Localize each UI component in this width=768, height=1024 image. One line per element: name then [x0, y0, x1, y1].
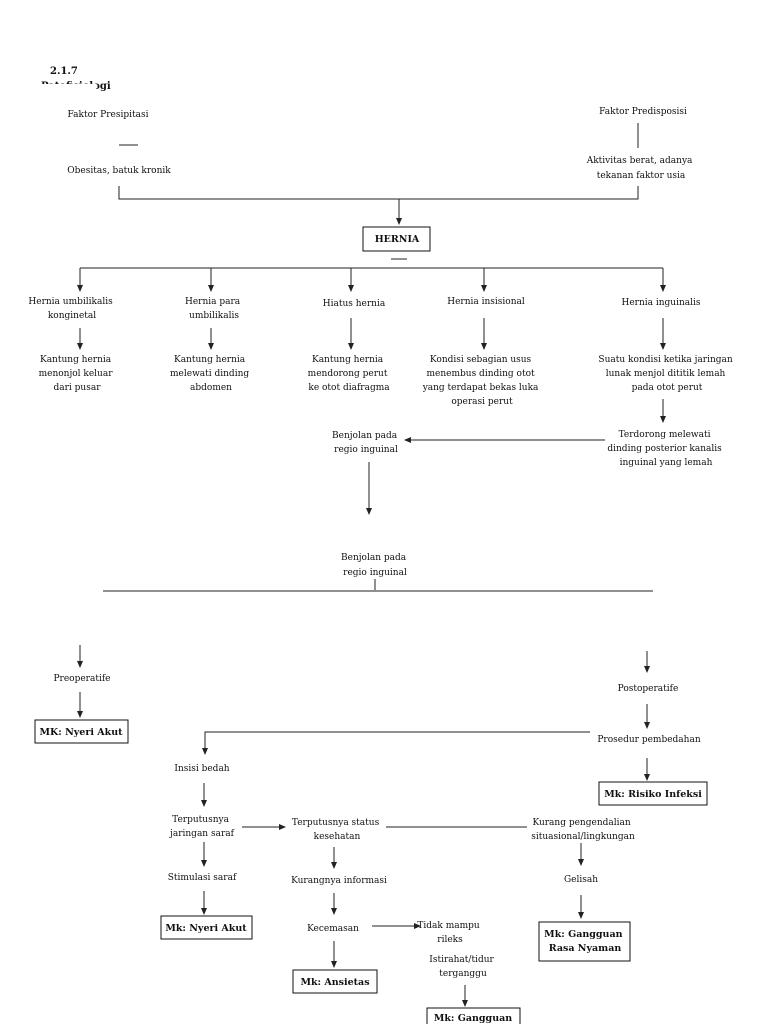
hernia-umbilikalis-label: Hernia umbilikalis konginetal: [28, 297, 115, 321]
mk-nyeri-2-box: [160, 915, 253, 940]
faktor-presipitasi-mask: [70, 122, 150, 132]
mk-gangguan-rasa-box: [538, 921, 631, 962]
benjolan-2-label: Benjolan pada regio inguinal: [341, 553, 409, 578]
insisi-label: Insisi bedah: [174, 764, 229, 774]
terdorong-label: Terdorong melewati dinding posterior kan…: [607, 430, 724, 468]
mk-gangguan-pola-label: Mk: Gangguan: [434, 1013, 512, 1024]
obesitas-label: Obesitas, batuk kronik: [67, 166, 171, 176]
kurangnya-informasi-label: Kurangnya informasi: [291, 876, 387, 886]
istirahat-label: Istirahat/tidur terganggu: [429, 955, 496, 979]
postoperatife-label: Postoperatife: [618, 684, 679, 694]
mk-gangguan-rasa-label: Mk: Gangguan Rasa Nyaman: [544, 929, 626, 954]
mk-risiko-box: [598, 781, 708, 806]
hernia-label: HERNIA: [375, 234, 420, 245]
mk-gangguan-pola-box: [426, 1007, 521, 1024]
prosedur-label: Prosedur pembedahan: [597, 735, 700, 745]
aktivitas-label: Aktivitas berat, adanya tekanan faktor u…: [586, 156, 696, 181]
hernia-para-label: Hernia para umbilikalis: [185, 297, 243, 321]
inguinalis-label: Hernia inguinalis: [621, 298, 700, 308]
kondisi-usus-label: Kondisi sebagian usus menembus dinding o…: [422, 355, 542, 407]
mk-risiko-label: Mk: Risiko Infeksi: [604, 789, 702, 800]
benjolan-1-label: Benjolan pada regio inguinal: [332, 431, 400, 455]
terputusnya-status-label: Terputusnya status kesehatan: [292, 818, 382, 842]
kecemasan-label: Kecemasan: [307, 924, 359, 934]
mk-nyeri-2-label: Mk: Nyeri Akut: [165, 923, 247, 934]
stimulasi-label: Stimulasi saraf: [168, 873, 237, 883]
heading-mask: [36, 84, 96, 96]
section-number: 2.1.7: [50, 66, 78, 77]
hiatus-label: Hiatus hernia: [323, 299, 386, 309]
gelisah-label: Gelisah: [564, 875, 598, 885]
insisional-label: Hernia insisional: [447, 297, 525, 307]
faktor-predisposisi-label: Faktor Predisposisi: [599, 107, 687, 117]
tidak-mampu-label: Tidak mampu rileks: [417, 921, 482, 945]
kantung-2-label: Kantung hernia melewati dinding abdomen: [170, 355, 252, 393]
kondisi-jaringan-label: Suatu kondisi ketika jaringan lunak menj…: [598, 355, 735, 393]
mk-nyeri-1-box: [34, 719, 129, 744]
kantung-1-label: Kantung hernia menonjol keluar dari pusa…: [39, 355, 116, 393]
prosedur-to-insisi-line: [202, 731, 590, 755]
hernia-box: [362, 226, 431, 252]
terputusnya-jaringan-label: Terputusnya jaringan saraf: [169, 815, 235, 839]
preoperatife-label: Preoperatife: [53, 674, 110, 684]
faktor-presipitasi-label: Faktor Presipitasi: [68, 110, 149, 120]
mk-ansietas-box: [292, 969, 378, 994]
mk-ansietas-label: Mk: Ansietas: [300, 977, 369, 988]
kantung-3-label: Kantung hernia mendorong perut ke otot d…: [308, 355, 391, 393]
kurang-pengendalian-label: Kurang pengendalian situasional/lingkung…: [531, 818, 635, 842]
mk-nyeri-1-label: MK: Nyeri Akut: [39, 727, 123, 738]
factors-merge-line: [118, 186, 639, 200]
